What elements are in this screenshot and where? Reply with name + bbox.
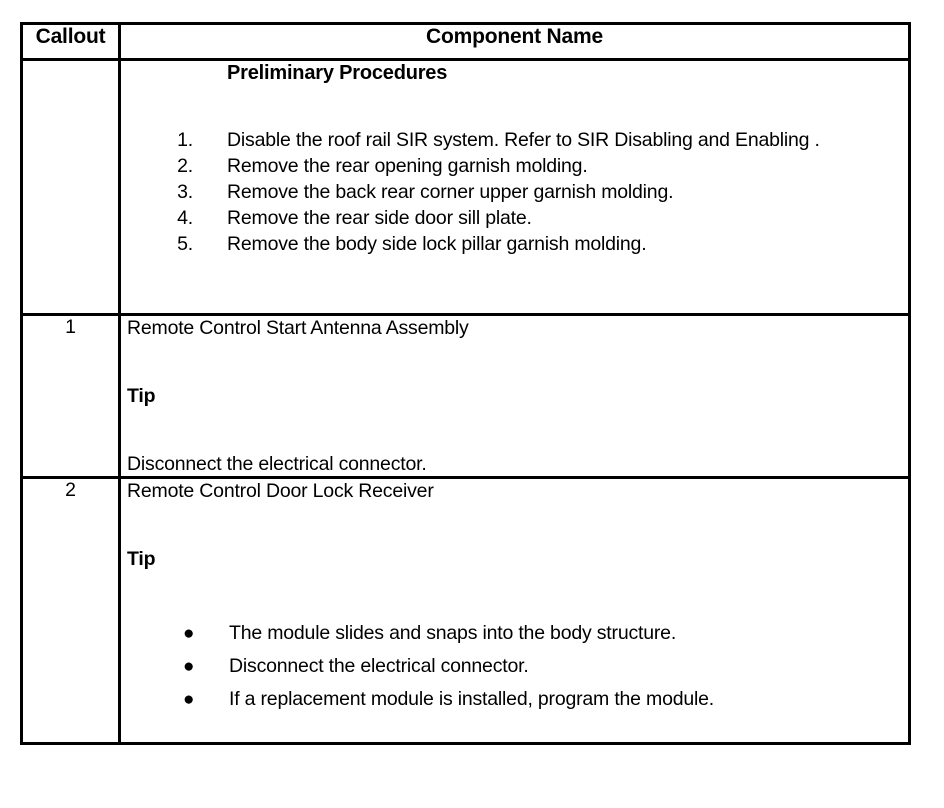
tip-label-2: Tip <box>127 548 156 570</box>
bullet-text: If a replacement module is installed, pr… <box>229 688 715 710</box>
callout-number-1: 1 <box>20 313 121 479</box>
callout-component-table: Callout Component Name Preliminary Proce… <box>20 22 911 745</box>
tip-text-1: Disconnect the electrical connector. <box>127 453 427 475</box>
bullet-icon: ● <box>183 689 195 710</box>
component-name-2: Remote Control Door Lock Receiver <box>127 480 434 502</box>
tip-bullet-list: ● The module slides and snaps into the b… <box>121 617 908 716</box>
list-item: 4. Remove the rear side door sill plate. <box>121 205 908 231</box>
component-cell-2: Remote Control Door Lock Receiver Tip ● … <box>118 476 911 745</box>
column-header-callout: Callout <box>20 22 121 61</box>
table-row: 2 Remote Control Door Lock Receiver Tip … <box>20 476 911 745</box>
step-text: Remove the rear side door sill plate. <box>227 207 532 229</box>
list-item: ● Disconnect the electrical connector. <box>121 650 908 683</box>
step-number: 1. <box>177 129 193 151</box>
step-text: Remove the back rear corner upper garnis… <box>227 181 674 203</box>
step-text: Remove the rear opening garnish molding. <box>227 155 588 177</box>
list-item: 1. Disable the roof rail SIR system. Ref… <box>121 127 908 153</box>
preliminary-procedures-row: Preliminary Procedures 1. Disable the ro… <box>20 58 911 316</box>
column-header-component-name: Component Name <box>118 22 911 61</box>
preliminary-steps-list: 1. Disable the roof rail SIR system. Ref… <box>121 127 908 257</box>
component-name-1: Remote Control Start Antenna Assembly <box>127 317 469 339</box>
list-item: 3. Remove the back rear corner upper gar… <box>121 179 908 205</box>
bullet-icon: ● <box>183 656 195 677</box>
component-cell-1: Remote Control Start Antenna Assembly Ti… <box>118 313 911 479</box>
preliminary-callout-cell <box>20 58 121 316</box>
step-text: Disable the roof rail SIR system. Refer … <box>227 129 820 151</box>
step-number: 4. <box>177 207 193 229</box>
table-row: 1 Remote Control Start Antenna Assembly … <box>20 313 911 479</box>
list-item: 2. Remove the rear opening garnish moldi… <box>121 153 908 179</box>
list-item: ● The module slides and snaps into the b… <box>121 617 908 650</box>
tip-label-1: Tip <box>127 385 156 407</box>
step-number: 3. <box>177 181 193 203</box>
list-item: ● If a replacement module is installed, … <box>121 683 908 716</box>
callout-number-2: 2 <box>20 476 121 745</box>
table-header-row: Callout Component Name <box>20 22 911 61</box>
bullet-icon: ● <box>183 623 195 644</box>
preliminary-procedures-cell: Preliminary Procedures 1. Disable the ro… <box>118 58 911 316</box>
step-number: 2. <box>177 155 193 177</box>
step-number: 5. <box>177 233 193 255</box>
step-text: Remove the body side lock pillar garnish… <box>227 233 647 255</box>
bullet-text: Disconnect the electrical connector. <box>229 655 529 677</box>
preliminary-procedures-title: Preliminary Procedures <box>227 62 448 84</box>
bullet-text: The module slides and snaps into the bod… <box>229 622 677 644</box>
list-item: 5. Remove the body side lock pillar garn… <box>121 231 908 257</box>
